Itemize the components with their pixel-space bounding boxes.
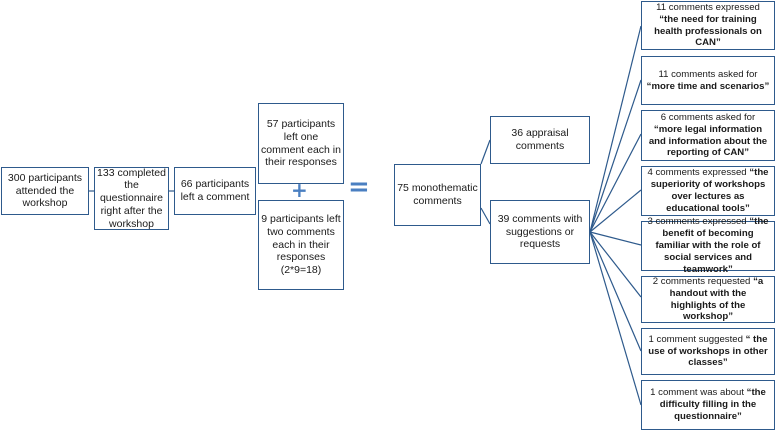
request-box: 4 comments expressed “the superiority of…	[641, 166, 775, 216]
attended-text: 300 participants attended the workshop	[7, 171, 83, 210]
request-count: 11 comments asked for	[658, 68, 758, 80]
request-text: 3 comments expressed “the benefit of bec…	[646, 216, 770, 275]
request-quote: “the superiority of workshops over lectu…	[650, 167, 769, 214]
request-text: 6 comments asked for “more legal informa…	[646, 112, 770, 160]
request-count: 2 comments requested	[652, 275, 754, 287]
request-box: 1 comment was about “the difficulty fill…	[641, 380, 775, 430]
request-quote: “ the use of workshops in other classes”	[648, 333, 768, 369]
request-text: 4 comments expressed “the superiority of…	[646, 167, 770, 215]
request-count: 1 comment was about	[650, 387, 747, 399]
request-quote: “a handout with the highlights of the wo…	[669, 275, 764, 323]
commented-text: 66 participants left a comment	[180, 178, 250, 203]
one-comment-box: 57 participants left one comment each in…	[258, 103, 344, 184]
request-box: 11 comments asked for “more time and sce…	[641, 56, 775, 105]
monothematic-text: 75 monothematic comments	[397, 182, 478, 207]
two-comments-box: 9 participants left two comments each in…	[258, 200, 344, 290]
completed-box: 133 completed the questionnaire right af…	[94, 167, 169, 230]
commented-box: 66 participants left a comment	[174, 167, 256, 215]
appraisal-text: 36 appraisal comments	[511, 127, 569, 152]
request-text: 11 comments expressed “the need for trai…	[646, 2, 770, 50]
request-quote: “more time and scenarios”	[646, 80, 770, 92]
equals-sign: =	[348, 172, 370, 202]
request-box: 3 comments expressed “the benefit of bec…	[641, 216, 775, 275]
request-count: 6 comments asked for	[660, 111, 756, 123]
attended-box: 300 participants attended the workshop	[1, 167, 89, 215]
request-count: 11 comments expressed	[656, 1, 760, 13]
request-count: 3 comments expressed	[647, 216, 750, 228]
suggestions-text: 39 comments with suggestions or requests	[497, 212, 583, 251]
request-text: 1 comment was about “the difficulty fill…	[646, 387, 770, 423]
request-count: 1 comment suggested	[648, 333, 746, 345]
request-quote: “more legal information and information …	[648, 123, 768, 159]
request-box: 1 comment suggested “ the use of worksho…	[641, 328, 775, 375]
appraisal-box: 36 appraisal comments	[490, 116, 590, 164]
two-comments-text: 9 participants left two comments each in…	[261, 213, 341, 277]
completed-text: 133 completed the questionnaire right af…	[97, 166, 166, 230]
plus-sign: +	[291, 178, 308, 202]
request-count: 4 comments expressed	[647, 167, 750, 179]
request-text: 1 comment suggested “ the use of worksho…	[646, 334, 770, 370]
suggestions-box: 39 comments with suggestions or requests	[490, 200, 590, 264]
request-text: 2 comments requested “a handout with the…	[646, 276, 770, 324]
request-box: 6 comments asked for “more legal informa…	[641, 110, 775, 161]
request-quote: “the need for training health profession…	[654, 13, 762, 49]
request-box: 2 comments requested “a handout with the…	[641, 276, 775, 323]
monothematic-box: 75 monothematic comments	[394, 164, 481, 226]
request-box: 11 comments expressed “the need for trai…	[641, 1, 775, 50]
request-quote: “the benefit of becoming familiar with t…	[655, 216, 769, 275]
request-text: 11 comments asked for “more time and sce…	[646, 69, 770, 93]
request-quote: “the difficulty filling in the questionn…	[659, 387, 766, 422]
one-comment-text: 57 participants left one comment each in…	[261, 117, 341, 169]
